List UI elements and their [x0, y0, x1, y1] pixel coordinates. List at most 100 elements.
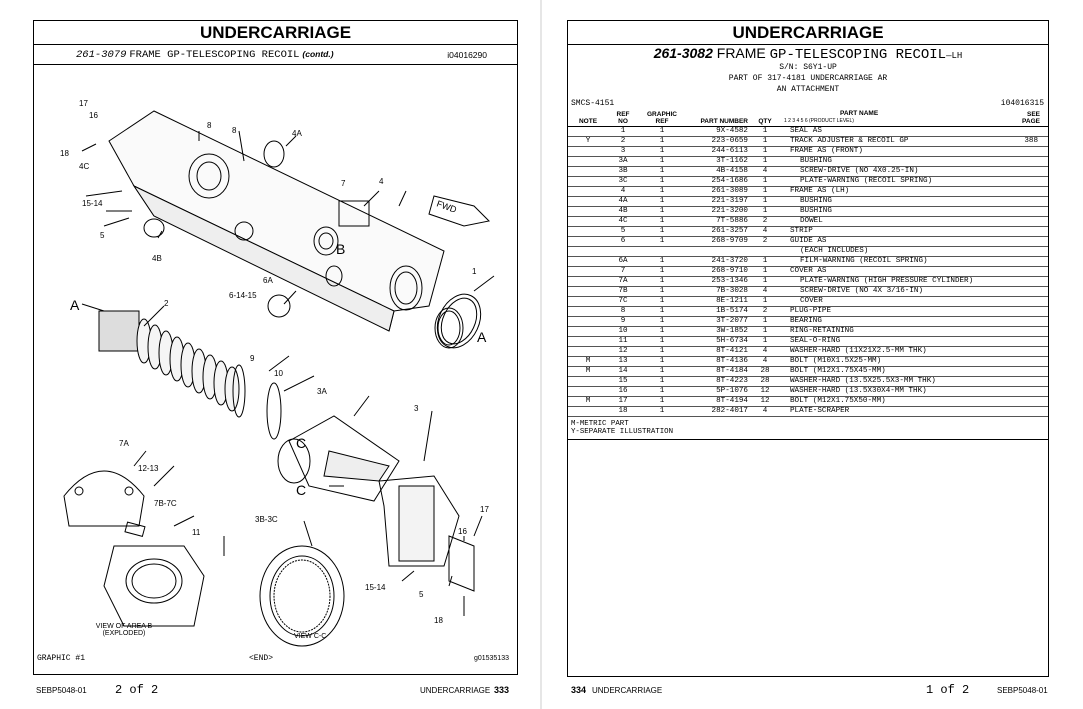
cell-see: [1000, 356, 1048, 367]
callout-label: 15-14: [365, 583, 386, 592]
cell-pn: 8T-4136: [686, 356, 748, 367]
callout-label: 1: [472, 267, 477, 276]
cell-graphic: 1: [638, 366, 686, 377]
left-section-title: UNDERCARRIAGE: [34, 21, 517, 45]
cell-qty: 2: [748, 236, 782, 247]
right-ref-id: i04016315: [1000, 99, 1044, 108]
cell-see: [1000, 196, 1048, 207]
cell-graphic: 1: [638, 226, 686, 237]
cell-qty: 1: [748, 136, 782, 147]
left-footer-page-of: 2 of 2: [115, 683, 159, 697]
cell-graphic: 1: [638, 346, 686, 357]
callout-label: 10: [274, 369, 283, 378]
cell-note: [568, 286, 608, 297]
end-label: <END>: [249, 654, 274, 663]
callout-label: 5: [100, 231, 105, 240]
cell-note: [568, 266, 608, 277]
cell-name: WASHER-HARD (11X21X2.5-MM THK): [782, 346, 1000, 357]
cell-qty: 1: [748, 336, 782, 347]
cell-see: [1000, 396, 1048, 407]
cell-ref: 12: [608, 346, 638, 357]
callout-label: 16: [458, 527, 467, 536]
callout-label: 17: [480, 505, 489, 514]
callout-label: 2: [164, 299, 169, 308]
cell-note: [568, 186, 608, 197]
cell-note: [568, 386, 608, 397]
cell-see: [1000, 386, 1048, 397]
view-c-caption: VIEW C-C: [294, 633, 327, 640]
cell-note: [568, 236, 608, 247]
cell-name: BUSHING: [782, 156, 1000, 167]
cell-qty: 4: [748, 166, 782, 177]
cell-name: SEAL AS: [782, 126, 1000, 137]
cell-ref: 5: [608, 226, 638, 237]
cell-see: [1000, 406, 1048, 417]
cell-graphic: 1: [638, 316, 686, 327]
cell-note: [568, 216, 608, 227]
cell-note: [568, 166, 608, 177]
cell-note: M: [568, 356, 608, 367]
cell-graphic: 1: [638, 376, 686, 387]
cell-qty: 1: [748, 186, 782, 197]
right-section-title: UNDERCARRIAGE: [568, 21, 1048, 45]
cell-name: RING-RETAINING: [782, 326, 1000, 337]
cell-ref: 16: [608, 386, 638, 397]
cell-see: [1000, 366, 1048, 377]
cell-qty: 1: [748, 316, 782, 327]
cell-pn: 5H-6734: [686, 336, 748, 347]
cell-qty: 1: [748, 126, 782, 137]
cell-ref: 2: [608, 136, 638, 147]
left-ref-id: i04016290: [447, 50, 487, 60]
right-footer-page-of: 1 of 2: [926, 683, 970, 697]
cell-qty: 1: [748, 256, 782, 267]
cell-ref: 11: [608, 336, 638, 347]
cell-name: PLUG-PIPE: [782, 306, 1000, 317]
cell-ref: 6: [608, 236, 638, 247]
cell-name: WASHER-HARD (13.5X25.5X3-MM THK): [782, 376, 1000, 387]
cell-qty: 4: [748, 226, 782, 237]
left-part-heading: 261-3079 FRAME GP-TELESCOPING RECOIL (co…: [76, 48, 334, 61]
cell-name: BOLT (M12X1.75X50-MM): [782, 396, 1000, 407]
cell-graphic: 1: [638, 236, 686, 247]
cell-see: [1000, 286, 1048, 297]
cell-name: COVER AS: [782, 266, 1000, 277]
cell-pn: 8T-4194: [686, 396, 748, 407]
cell-ref: 6A: [608, 256, 638, 267]
cell-name: COVER: [782, 296, 1000, 307]
cell-name: SCREW-DRIVE (NO 4X 3/16-IN): [782, 286, 1000, 297]
callout-label: 4A: [292, 129, 302, 138]
right-footer-doc: SEBP5048-01: [997, 686, 1048, 695]
cell-ref: 8: [608, 306, 638, 317]
callout-label: 18: [60, 149, 69, 158]
cell-graphic: 1: [638, 396, 686, 407]
cell-qty: 2: [748, 306, 782, 317]
cell-name: BEARING: [782, 316, 1000, 327]
right-part-info: S/N: S6Y1-UP PART OF 317-4181 UNDERCARRI…: [568, 62, 1048, 95]
callout-label: 6A: [263, 276, 273, 285]
cell-pn: 8T-4223: [686, 376, 748, 387]
col-qty: QTY: [748, 110, 782, 127]
callout-label: 5: [419, 590, 424, 599]
callout-label: 7: [341, 179, 346, 188]
cell-note: M: [568, 396, 608, 407]
cell-ref: 1: [608, 126, 638, 137]
cell-pn: 241-3720: [686, 256, 748, 267]
cell-qty: 2: [748, 216, 782, 227]
cell-pn: 261-3257: [686, 226, 748, 237]
cell-pn: 282-4017: [686, 406, 748, 417]
cell-graphic: 1: [638, 156, 686, 167]
cell-name: FILM-WARNING (RECOIL SPRING): [782, 256, 1000, 267]
